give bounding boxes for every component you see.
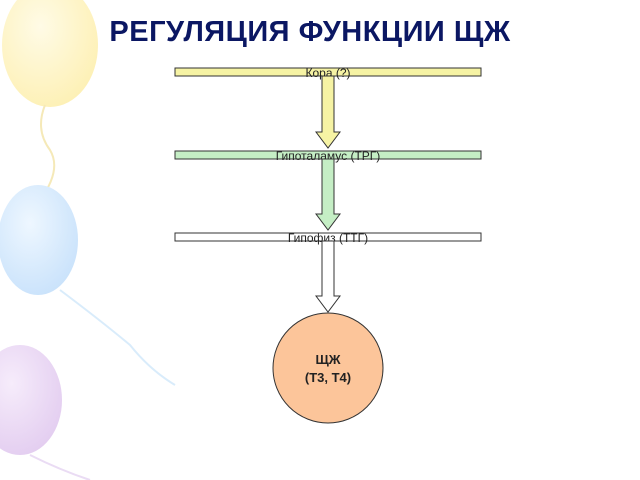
arrow-hypothalamus-to-pituitary [315, 158, 341, 231]
arrow-cortex-to-hypothalamus [315, 75, 341, 149]
level-label-hypothalamus: Гипоталамус (ТРГ) [276, 149, 381, 163]
balloon-string [59, 289, 176, 386]
purple-balloon [0, 345, 62, 455]
page-title: РЕГУЛЯЦИЯ ФУНКЦИИ ЩЖ [109, 16, 511, 48]
level-label-cortex: Кора (?) [305, 66, 350, 80]
thyroid-circle [272, 312, 384, 424]
balloon-string [29, 454, 91, 480]
level-label-pituitary: Гипофиз (ТТГ) [288, 231, 368, 245]
thyroid-label: ЩЖ [316, 352, 341, 367]
balloon-string [39, 104, 56, 201]
yellow-balloon [2, 0, 98, 107]
thyroid-node: ЩЖ (Т3, Т4) [272, 312, 384, 424]
arrow-pituitary-to-thyroid [315, 240, 341, 313]
blue-balloon [0, 185, 78, 295]
thyroid-hormones-label: (Т3, Т4) [305, 370, 351, 385]
